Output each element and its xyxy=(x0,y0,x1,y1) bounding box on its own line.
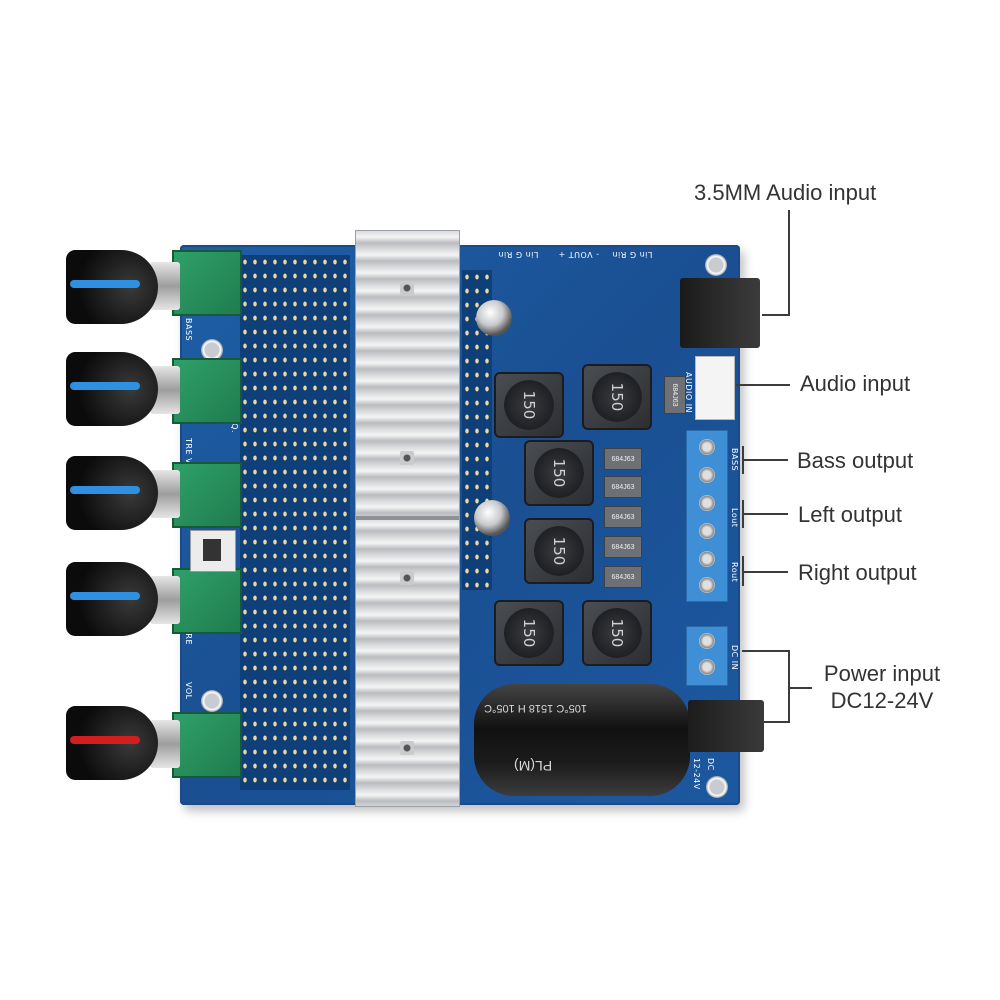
label-tre-vol-pot: TRE VOL xyxy=(184,438,193,476)
knob-frq[interactable] xyxy=(66,352,158,426)
mounting-hole-bottom-right xyxy=(706,776,728,798)
inductor-marking: 150 xyxy=(534,448,584,498)
potentiometer-vol xyxy=(172,712,242,778)
heatsink-seam xyxy=(356,516,459,520)
label-power-input-line1: Power input xyxy=(823,661,941,686)
label-header-1: Lin G Rin xyxy=(498,250,539,259)
heatsink-screw xyxy=(400,571,414,585)
inductor-marking: 150 xyxy=(592,372,642,422)
terminal-screw xyxy=(699,633,715,649)
audio-jack-3-5mm[interactable] xyxy=(680,278,760,348)
label-lout-terminal: Lout xyxy=(730,508,739,528)
label-dc-rating-2: 12-24V xyxy=(692,758,701,790)
film-capacitor: 684J63 xyxy=(604,448,642,470)
electrolytic-capacitor-small xyxy=(474,500,510,536)
label-audio-in: AUDIO IN xyxy=(684,372,693,414)
callout-line-audio-jack xyxy=(788,210,790,315)
label-3-5mm-audio-input: 3.5MM Audio input xyxy=(694,180,877,205)
callout-line-audio-jack xyxy=(762,314,790,316)
film-capacitor: 684J63 xyxy=(604,536,642,558)
inductor: 150 xyxy=(582,364,652,430)
label-dc-rating-1: DC xyxy=(706,758,715,771)
terminal-screw xyxy=(699,467,715,483)
knob-stripe xyxy=(70,382,140,390)
mounting-hole-bottom-left xyxy=(201,690,223,712)
terminal-screw xyxy=(699,577,715,593)
heatsink-screw xyxy=(400,451,414,465)
label-audio-input: Audio input xyxy=(800,371,911,396)
film-capacitor: 684J63 xyxy=(664,376,686,414)
mounting-hole-top-right xyxy=(705,254,727,276)
knob-vol[interactable] xyxy=(66,706,158,780)
film-capacitor: 684J63 xyxy=(604,506,642,528)
heatsink-screw xyxy=(400,741,414,755)
label-dc-in-terminal: DC IN xyxy=(730,645,739,671)
label-bass-output: Bass output xyxy=(797,448,914,473)
audio-in-connector[interactable] xyxy=(695,356,735,420)
knob-stripe xyxy=(70,736,140,744)
label-bass-terminal: BASS xyxy=(730,448,739,472)
inductor-marking: 150 xyxy=(504,608,554,658)
knob-stripe xyxy=(70,592,140,600)
speaker-terminal-block[interactable] xyxy=(686,430,728,602)
knob-stripe xyxy=(70,486,140,494)
knob-tre[interactable] xyxy=(66,562,158,636)
smd-components-left xyxy=(240,255,350,790)
terminal-screw xyxy=(699,523,715,539)
callout-line-audio-input xyxy=(736,384,790,386)
dc-barrel-jack[interactable] xyxy=(688,700,764,752)
main-electrolytic-capacitor: 105°C 1518 H 105°C PL(M) xyxy=(474,684,690,796)
knob-bass[interactable] xyxy=(66,250,158,324)
callout-line-left xyxy=(742,513,788,515)
capacitor-rating-text: 105°C 1518 H 105°C xyxy=(484,702,587,714)
heatsink-screw xyxy=(400,281,414,295)
callout-line-power xyxy=(788,650,790,722)
label-power-input: Power input DC12-24V xyxy=(812,660,952,714)
power-terminal-block[interactable] xyxy=(686,626,728,686)
label-left-output: Left output xyxy=(798,502,902,527)
terminal-screw xyxy=(699,551,715,567)
label-rout-terminal: Rout xyxy=(730,562,739,583)
potentiometer-bass xyxy=(172,250,242,316)
inductor-marking: 150 xyxy=(504,380,554,430)
terminal-screw xyxy=(699,659,715,675)
capacitor-brand-text: PL(M) xyxy=(514,758,553,774)
mounting-hole-top-left xyxy=(201,339,223,361)
label-right-output: Right output xyxy=(798,560,917,585)
callout-line-power xyxy=(764,721,790,723)
inductor: 150 xyxy=(524,518,594,584)
callout-line-bass xyxy=(742,459,788,461)
label-power-input-line2: DC12-24V xyxy=(830,688,934,713)
electrolytic-capacitor-small xyxy=(476,300,512,336)
callout-line-right xyxy=(742,571,788,573)
film-capacitor: 684J63 xyxy=(604,476,642,498)
label-bass-pot: BASS xyxy=(184,318,193,342)
knob-tre-vol[interactable] xyxy=(66,456,158,530)
potentiometer-frq xyxy=(172,358,242,424)
film-capacitor: 684J63 xyxy=(604,566,642,588)
knob-stripe xyxy=(70,280,140,288)
potentiometer-tre-vol xyxy=(172,462,242,528)
inductor: 150 xyxy=(582,600,652,666)
inductor-marking: 150 xyxy=(592,608,642,658)
inductor: 150 xyxy=(494,600,564,666)
callout-line-power xyxy=(788,687,812,689)
callout-line-power xyxy=(742,650,790,652)
switch-lever xyxy=(203,539,221,561)
terminal-screw xyxy=(699,439,715,455)
inductor-marking: 150 xyxy=(534,526,584,576)
label-header-2: - VOUT + xyxy=(558,250,600,259)
slide-switch[interactable] xyxy=(190,530,236,572)
label-header-3: Lin G Rin xyxy=(612,250,653,259)
inductor: 150 xyxy=(494,372,564,438)
aluminum-heatsink xyxy=(355,230,460,807)
potentiometer-tre xyxy=(172,568,242,634)
label-tre-pot: TRE xyxy=(184,628,193,645)
label-vol-pot: VOL xyxy=(184,682,193,700)
terminal-screw xyxy=(699,495,715,511)
inductor: 150 xyxy=(524,440,594,506)
